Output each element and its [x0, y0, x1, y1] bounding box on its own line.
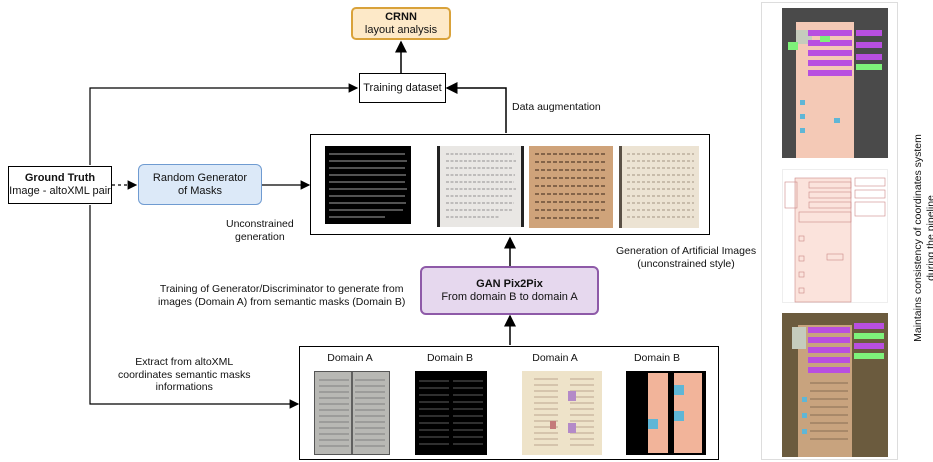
random-generator-line1: Random Generator — [152, 171, 248, 184]
side-thumb-photo-overlay — [782, 313, 888, 457]
artificial-line2: (unconstrained style) — [637, 257, 735, 270]
extract-note-line1: Extract from altoXML — [135, 356, 234, 368]
domain-label-3: Domain A — [532, 352, 578, 364]
artificial-line1: Generation of Artificial Images — [616, 245, 757, 257]
unconstrained-line2: generation — [235, 230, 285, 243]
arabic-lines — [535, 153, 607, 219]
generated-handwriting-thumb — [437, 146, 524, 227]
domain-a-manuscript-thumb — [522, 371, 602, 455]
side-panel — [761, 2, 898, 460]
side-thumb-3-shapes — [792, 323, 884, 457]
ground-truth-title: Ground Truth — [24, 172, 96, 184]
gan-box: GAN Pix2Pix From domain B to domain A — [420, 266, 599, 315]
extract-note-line2: coordinates semantic masks — [118, 368, 251, 381]
handwriting-lines — [446, 153, 516, 218]
random-generator-line2: of Masks — [177, 184, 222, 197]
gan-subtitle: From domain B to domain A — [441, 290, 578, 303]
crnn-box: CRNN layout analysis — [351, 7, 451, 40]
domain-b-colormask-thumb — [626, 371, 706, 455]
side-thumb-2-shapes — [784, 177, 886, 303]
data-augmentation-label: Data augmentation — [512, 101, 601, 113]
side-note-line2: during the pipeline — [925, 195, 933, 281]
domain-b-mask-lines — [419, 380, 483, 445]
domain-a-register-thumb — [314, 371, 390, 455]
domain-box: Domain A Domain B Domain A Domain B — [299, 346, 719, 460]
ground-truth-box: Ground Truth Image - altoXML pair — [8, 166, 112, 204]
register-scan-lines — [319, 372, 385, 454]
crnn-subtitle: layout analysis — [364, 23, 438, 36]
manuscript-columns — [534, 378, 594, 446]
generated-mask-thumb — [325, 146, 411, 224]
crnn-title: CRNN — [385, 10, 417, 23]
random-generator-box: Random Generator of Masks — [138, 164, 262, 205]
training-dataset-label: Training dataset — [363, 81, 442, 94]
extract-note-line3: informations — [155, 381, 213, 393]
side-note-line1: Maintains consistency of coordinates sys… — [912, 134, 924, 342]
extract-note: Extract from altoXML coordinates semanti… — [118, 356, 250, 394]
training-note: Training of Generator/Discriminator to g… — [158, 283, 405, 308]
generated-beige-thumb — [619, 146, 699, 228]
training-note-line1: Training of Generator/Discriminator to g… — [159, 283, 404, 295]
domain-b-mask-thumb — [415, 371, 487, 455]
side-thumb-1-shapes — [788, 22, 882, 158]
domain-b-colormask-shapes — [648, 373, 702, 453]
beige-lines — [627, 153, 694, 218]
domain-label-1: Domain A — [327, 352, 373, 364]
artificial-images-label: Generation of Artificial Images (unconst… — [616, 245, 756, 270]
training-note-line2: images (Domain A) from semantic masks (D… — [158, 295, 406, 308]
side-note: Maintains consistency of coordinates sys… — [912, 88, 933, 388]
mask-lines — [329, 153, 407, 218]
domain-label-4: Domain B — [633, 352, 681, 364]
training-dataset-box: Training dataset — [359, 73, 446, 103]
unconstrained-label: Unconstrained generation — [226, 218, 294, 243]
generated-arabic-thumb — [529, 146, 613, 228]
ground-truth-subtitle: Image - altoXML pair — [9, 185, 111, 197]
side-thumb-mask-overlay — [782, 8, 888, 158]
side-thumb-outline — [782, 169, 888, 303]
gan-title: GAN Pix2Pix — [476, 277, 543, 290]
unconstrained-line1: Unconstrained — [226, 218, 294, 230]
artificial-images-box — [310, 134, 710, 235]
domain-label-2: Domain B — [426, 352, 474, 364]
